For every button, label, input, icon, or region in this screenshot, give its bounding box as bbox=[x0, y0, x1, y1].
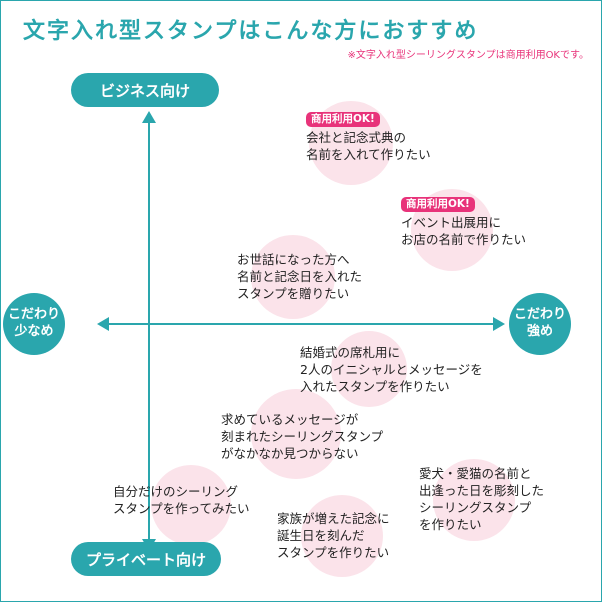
note-line: 会社と記念式典の bbox=[306, 130, 407, 145]
axis-label-private: プライベート向け bbox=[71, 542, 221, 576]
note-line: を作りたい bbox=[419, 517, 482, 532]
note-company-ceremony: 商用利用OK! 会社と記念式典の 名前を入れて作りたい bbox=[306, 109, 431, 163]
axis-label-line: こだわり bbox=[7, 307, 60, 323]
note-line: 愛犬・愛猫の名前と bbox=[419, 466, 532, 481]
commercial-use-badge: 商用利用OK! bbox=[401, 197, 475, 212]
arrow-up-icon bbox=[142, 111, 156, 123]
note-line: がなかなか見つからない bbox=[221, 446, 359, 461]
note-line: お世話になった方へ bbox=[237, 252, 350, 267]
note-own-stamp: 自分だけのシーリング スタンプを作ってみたい bbox=[113, 483, 250, 517]
background-circle bbox=[151, 465, 231, 545]
axis-label-high-commitment: こだわり 強め bbox=[509, 293, 571, 355]
arrow-left-icon bbox=[97, 317, 109, 331]
background-circle bbox=[251, 235, 335, 319]
note-line: お店の名前で作りたい bbox=[401, 232, 527, 247]
note-line: 求めているメッセージが bbox=[221, 412, 359, 427]
note-line: シーリングスタンプ bbox=[419, 500, 532, 515]
note-pet: 愛犬・愛猫の名前と 出逢った日を彫刻した シーリングスタンプ を作りたい bbox=[419, 465, 544, 533]
note-wedding: 結婚式の席札用に 2人のイニシャルとメッセージを 入れたスタンプを作りたい bbox=[300, 344, 483, 395]
axis-label-line: 強め bbox=[526, 324, 553, 339]
background-circle bbox=[433, 459, 515, 541]
note-line: 誕生日を刻んだ bbox=[277, 528, 365, 543]
arrow-right-icon bbox=[493, 317, 505, 331]
note-line: イベント出展用に bbox=[401, 215, 502, 230]
note-line: 名前を入れて作りたい bbox=[306, 147, 431, 162]
background-circle bbox=[301, 495, 383, 577]
note-line: 家族が増えた記念に bbox=[277, 511, 390, 526]
note-event-shop: 商用利用OK! イベント出展用に お店の名前で作りたい bbox=[401, 194, 526, 248]
note-line: 出逢った日を彫刻した bbox=[419, 483, 545, 498]
commercial-use-badge: 商用利用OK! bbox=[306, 112, 380, 127]
note-line: 入れたスタンプを作りたい bbox=[300, 379, 450, 394]
background-circle bbox=[331, 331, 407, 407]
note-line: スタンプを贈りたい bbox=[237, 286, 350, 301]
background-circle bbox=[251, 389, 341, 479]
note-line: 自分だけのシーリング bbox=[113, 484, 239, 499]
vertical-axis bbox=[148, 119, 150, 543]
note-line: スタンプを作りたい bbox=[277, 545, 390, 560]
note-line: スタンプを作ってみたい bbox=[113, 501, 250, 516]
note-new-family: 家族が増えた記念に 誕生日を刻んだ スタンプを作りたい bbox=[277, 510, 390, 561]
horizontal-axis bbox=[109, 323, 495, 325]
note-line: 2人のイニシャルとメッセージを bbox=[300, 362, 483, 377]
axis-label-business: ビジネス向け bbox=[71, 73, 219, 107]
note-line: 刻まれたシーリングスタンプ bbox=[221, 429, 384, 444]
axis-label-line: 少なめ bbox=[14, 324, 54, 339]
note-line: 名前と記念日を入れた bbox=[237, 269, 363, 284]
note-gift-anniversary: お世話になった方へ 名前と記念日を入れた スタンプを贈りたい bbox=[237, 251, 362, 302]
commercial-use-note: ※文字入れ型シーリングスタンプは商用利用OKです。 bbox=[347, 50, 589, 61]
axis-label-low-commitment: こだわり 少なめ bbox=[3, 293, 65, 355]
diagram-title: 文字入れ型スタンプはこんな方におすすめ bbox=[23, 19, 479, 44]
axis-label-line: こだわり bbox=[513, 307, 566, 323]
note-line: 結婚式の席札用に bbox=[300, 345, 401, 360]
note-searching-message: 求めているメッセージが 刻まれたシーリングスタンプ がなかなか見つからない bbox=[221, 411, 383, 462]
